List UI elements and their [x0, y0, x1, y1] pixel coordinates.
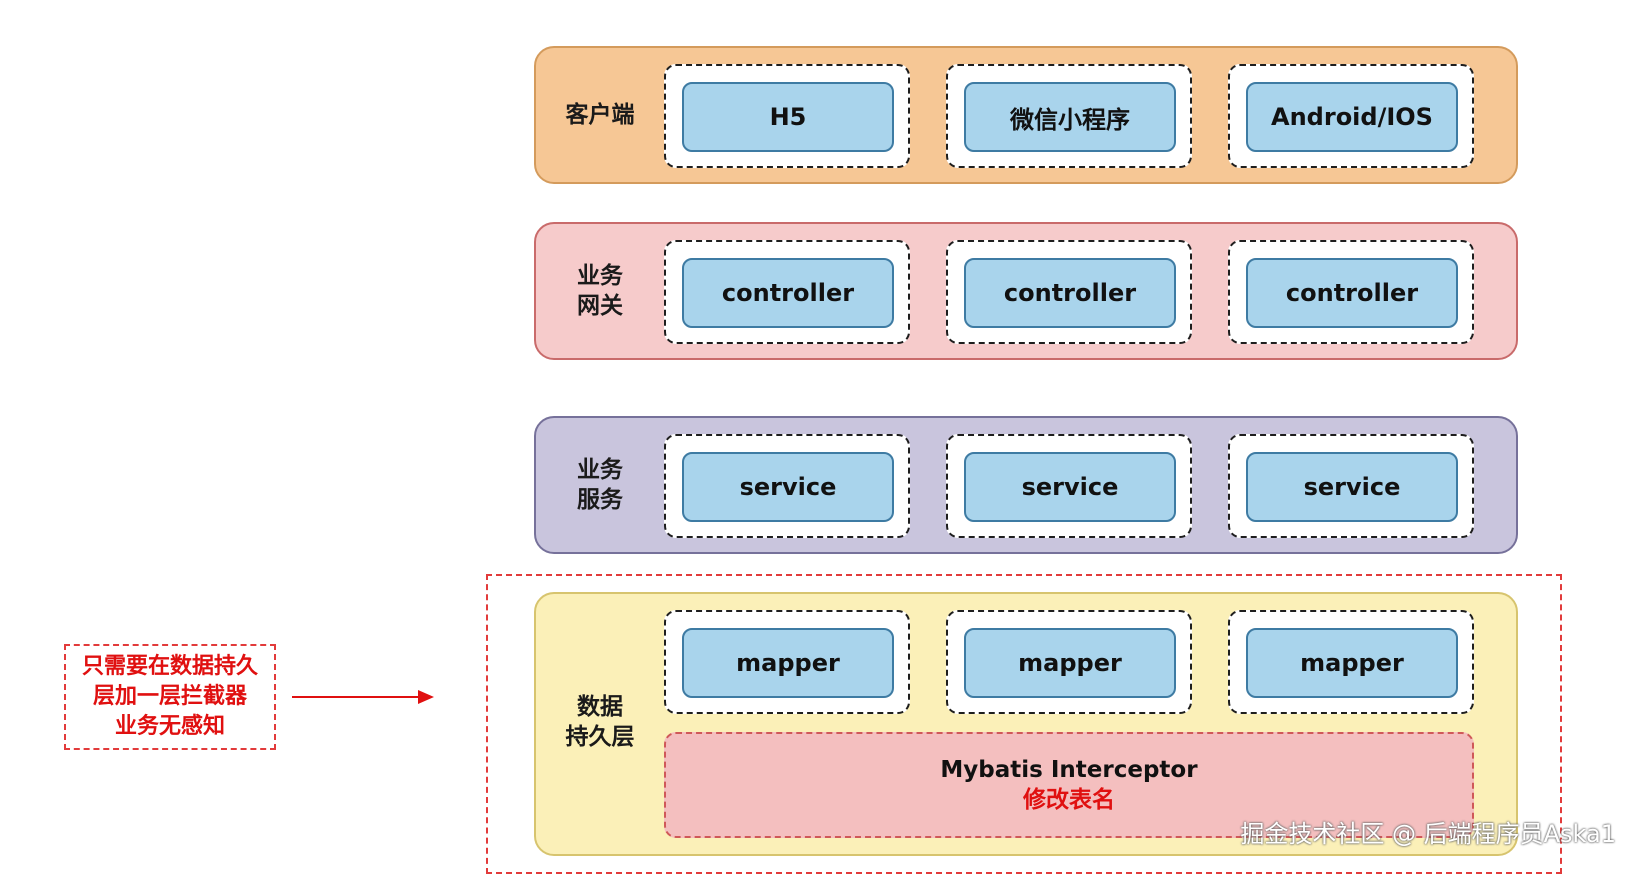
client-slot: Android/IOS — [1228, 64, 1474, 168]
service-layer-label: 业务 服务 — [577, 457, 623, 513]
watermark: 掘金技术社区 @ 后端程序员Aska1 — [1240, 820, 1616, 848]
interceptor-title: Mybatis Interceptor — [940, 757, 1198, 783]
mapper-box: mapper — [964, 628, 1176, 698]
mapper-box: mapper — [682, 628, 894, 698]
gateway-slot: controller — [1228, 240, 1474, 344]
data-slot: mapper — [1228, 610, 1474, 714]
arrow-right-icon — [292, 690, 434, 704]
mapper-box: mapper — [1246, 628, 1458, 698]
gateway-layer-label: 业务 网关 — [577, 263, 623, 319]
service-box: service — [682, 452, 894, 522]
controller-box: controller — [1246, 258, 1458, 328]
gateway-slot: controller — [946, 240, 1192, 344]
service-box: service — [1246, 452, 1458, 522]
client-slot: 微信小程序 — [946, 64, 1192, 168]
wechat-miniprogram-box: 微信小程序 — [964, 82, 1176, 152]
data-slot: mapper — [664, 610, 910, 714]
gateway-slot: controller — [664, 240, 910, 344]
service-slot: service — [946, 434, 1192, 538]
client-slot: H5 — [664, 64, 910, 168]
annotation-note-text: 只需要在数据持久 层加一层拦截器 业务无感知 — [81, 654, 258, 739]
client-layer-label: 客户端 — [565, 102, 635, 128]
service-box: service — [964, 452, 1176, 522]
mybatis-interceptor-box: Mybatis Interceptor 修改表名 — [664, 732, 1474, 838]
h5-box: H5 — [682, 82, 894, 152]
gateway-layer: 业务 网关 controller controller controller — [534, 222, 1518, 360]
client-layer: 客户端 H5 微信小程序 Android/IOS — [534, 46, 1518, 184]
annotation-note: 只需要在数据持久 层加一层拦截器 业务无感知 — [64, 644, 276, 750]
service-layer: 业务 服务 service service service — [534, 416, 1518, 554]
android-ios-box: Android/IOS — [1246, 82, 1458, 152]
controller-box: controller — [964, 258, 1176, 328]
data-layer: 数据 持久层 mapper mapper mapper Mybatis Inte… — [534, 592, 1518, 856]
service-slot: service — [664, 434, 910, 538]
service-slot: service — [1228, 434, 1474, 538]
interceptor-subtitle: 修改表名 — [1023, 787, 1115, 813]
controller-box: controller — [682, 258, 894, 328]
data-slot: mapper — [946, 610, 1192, 714]
data-layer-label: 数据 持久层 — [565, 694, 635, 750]
